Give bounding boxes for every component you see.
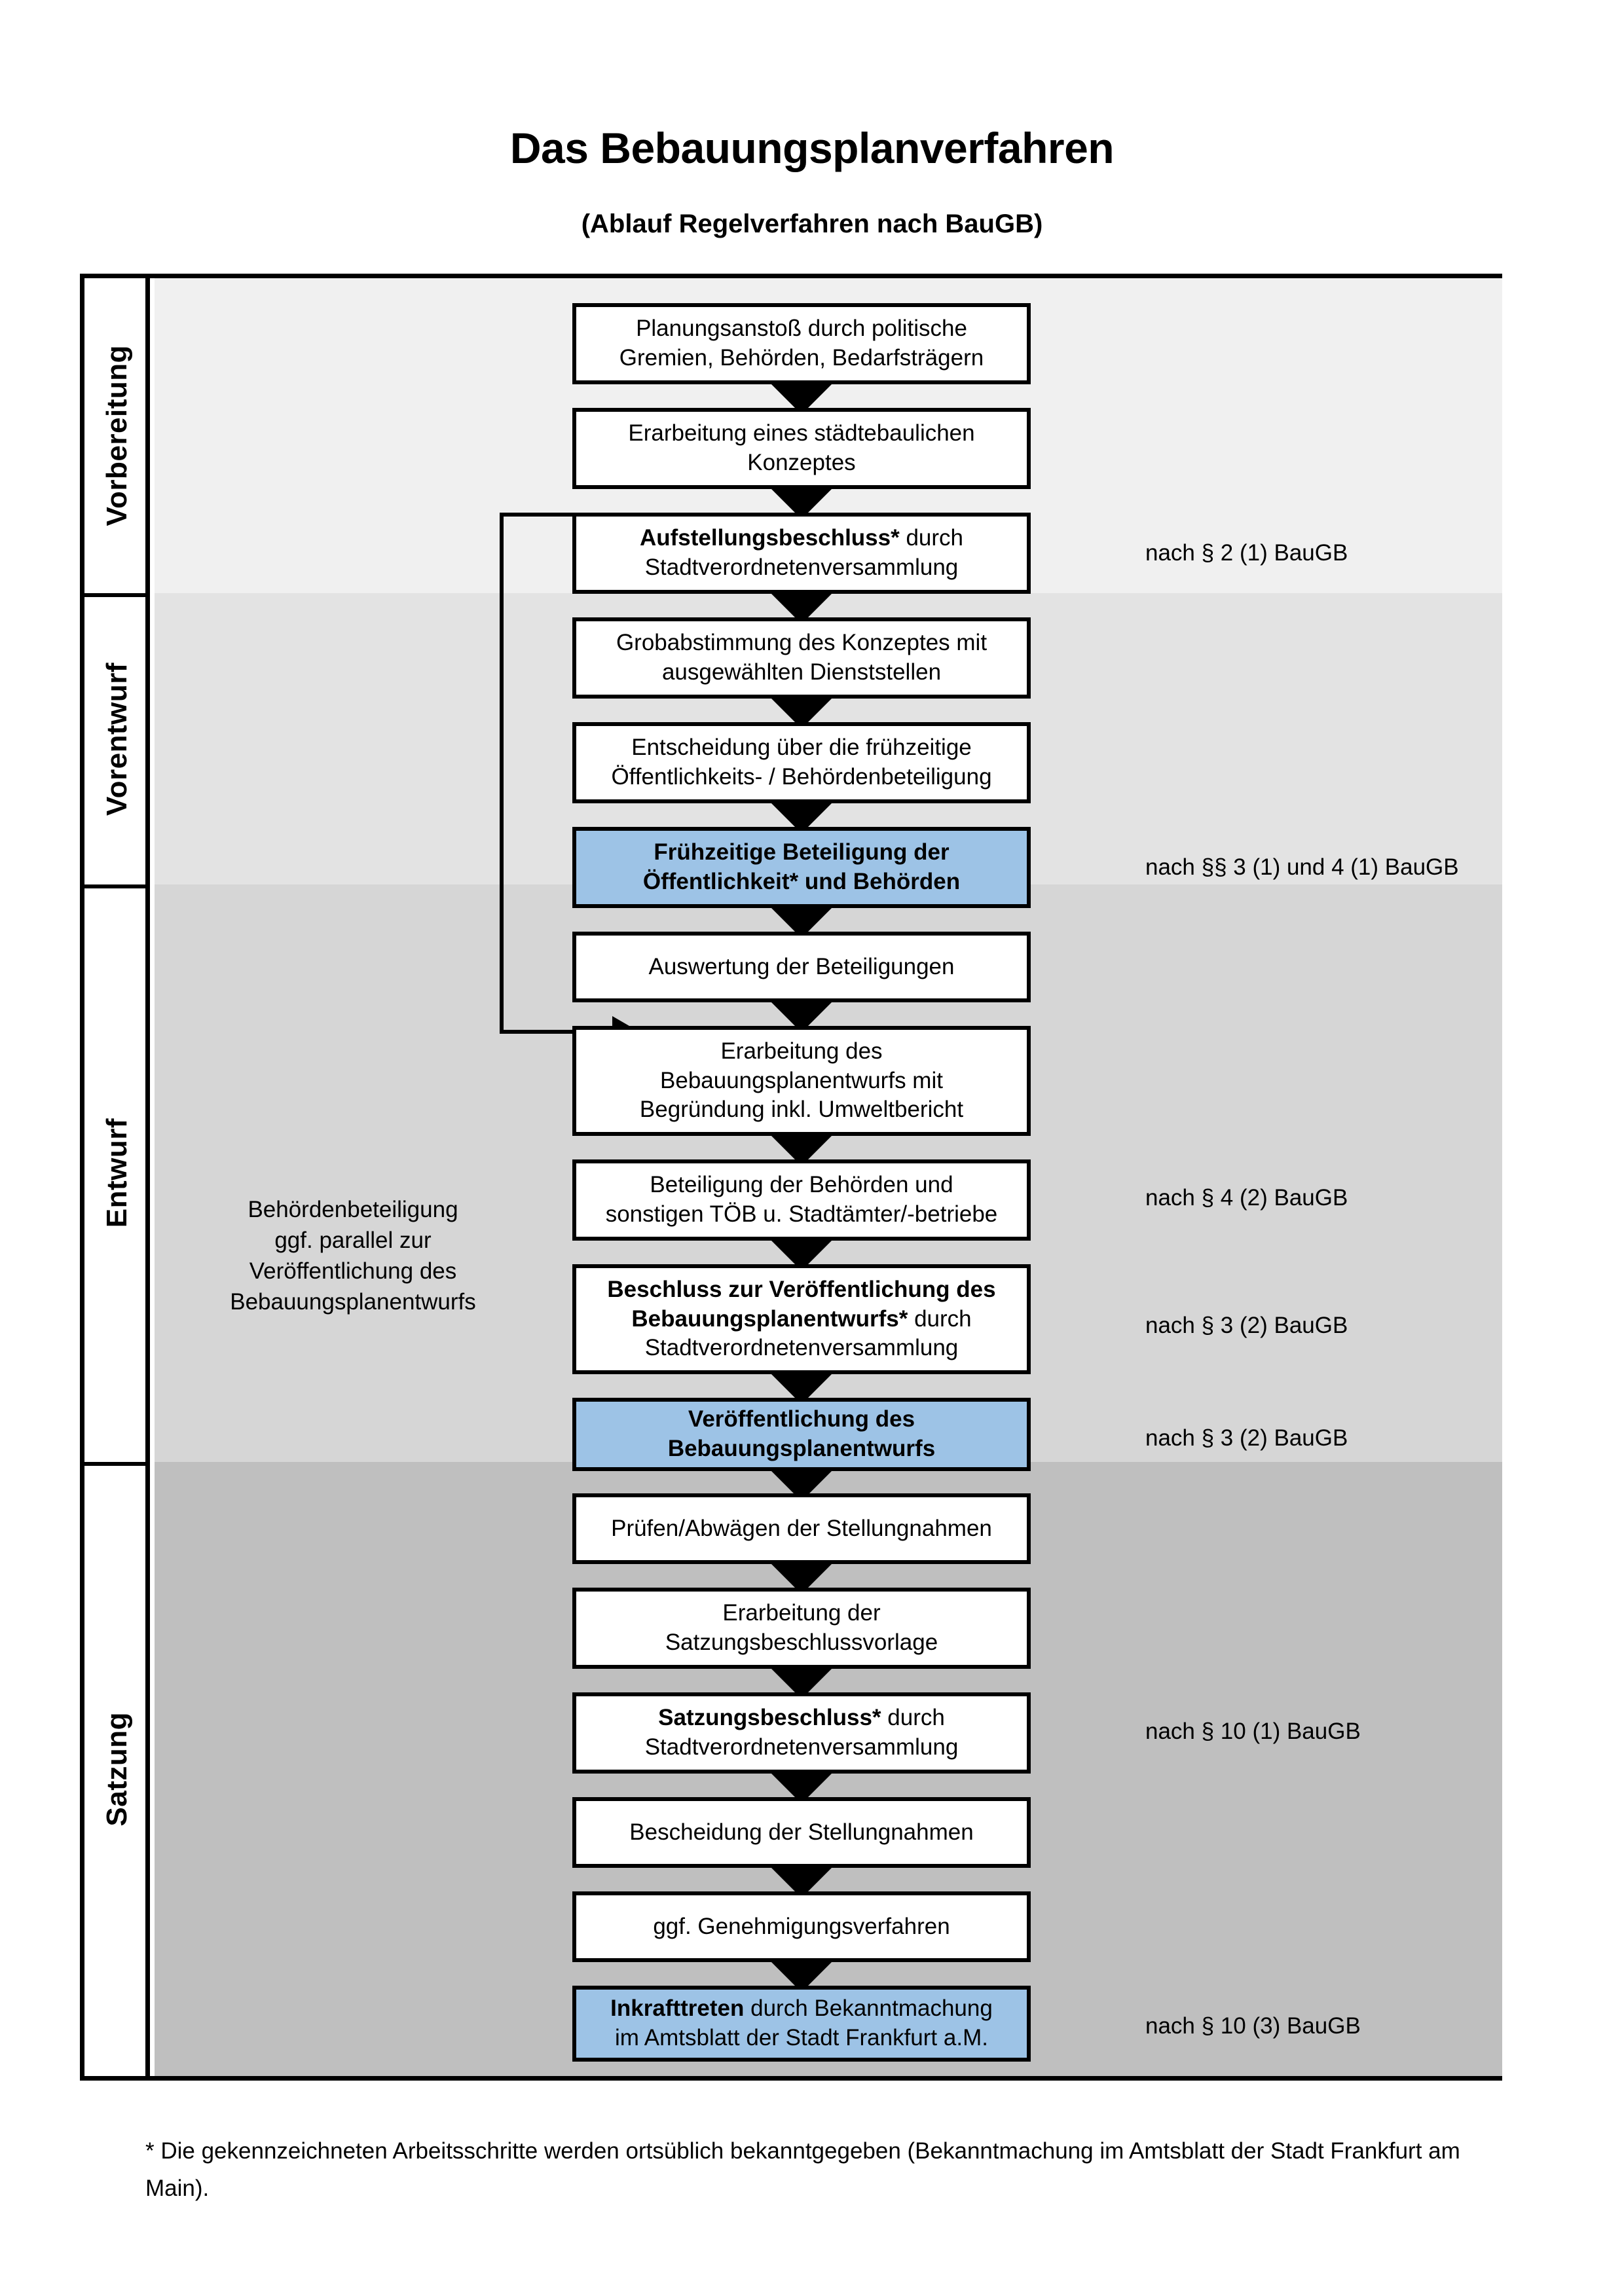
step-line-2: Gremien, Behörden, Bedarfsträgern bbox=[619, 345, 984, 371]
step-bold-text: Aufstellungsbeschluss* bbox=[639, 525, 900, 551]
step-line-2: Satzungsbeschlussvorlage bbox=[665, 1630, 938, 1655]
legal-note-4-2: nach § 4 (2) BauGB bbox=[1145, 1185, 1348, 1211]
step-bold-text: Frühzeitige Beteiligung der bbox=[654, 839, 950, 866]
step-box-konzept[interactable]: Erarbeitung eines städtebaulichen Konzep… bbox=[572, 408, 1031, 489]
step-line-2: im Amtsblatt der Stadt Frankfurt a.M. bbox=[615, 2025, 988, 2050]
step-box-beteiligung-behoerden[interactable]: Beteiligung der Behörden und sonstigen T… bbox=[572, 1159, 1031, 1241]
legal-note-2-1: nach § 2 (1) BauGB bbox=[1145, 540, 1348, 566]
step-line-1: Grobabstimmung des Konzeptes mit bbox=[616, 630, 987, 656]
side-note-line-2: ggf. parallel zur bbox=[274, 1227, 432, 1253]
flowchart-frame: Vorbereitung Vorentwurf Entwurf Satzung … bbox=[80, 274, 1502, 2081]
bracket-bottom-segment bbox=[500, 1030, 615, 1034]
step-box-satzungsbeschluss[interactable]: Satzungsbeschluss* durch Stadtverordnete… bbox=[572, 1692, 1031, 1774]
side-note-line-4: Bebauungsplanentwurfs bbox=[230, 1288, 476, 1315]
step-line-1: Prüfen/Abwägen der Stellungnahmen bbox=[611, 1515, 992, 1541]
step-box-bescheidung[interactable]: Bescheidung der Stellungnahmen bbox=[572, 1797, 1031, 1868]
step-line-2: Bebauungsplanentwurfs bbox=[667, 1436, 936, 1461]
phase-divider-2 bbox=[84, 884, 150, 888]
step-line-2: Stadtverordnetenversammlung bbox=[644, 1734, 959, 1760]
step-box-grobabstimmung[interactable]: Grobabstimmung des Konzeptes mit ausgewä… bbox=[572, 617, 1031, 699]
step-box-beschluss-veroeffentlichung[interactable]: Beschluss zur Veröffentlichung des Bebau… bbox=[572, 1264, 1031, 1374]
side-note-line-3: Veröffentlichung des bbox=[249, 1258, 457, 1284]
step-box-auswertung[interactable]: Auswertung der Beteiligungen bbox=[572, 932, 1031, 1002]
step-line-1: durch bbox=[881, 1705, 945, 1731]
side-note-line-1: Behördenbeteiligung bbox=[248, 1197, 458, 1222]
step-line-3: Begründung inkl. Umweltbericht bbox=[639, 1097, 964, 1123]
step-bold-text: Inkrafttreten bbox=[610, 1995, 745, 2022]
step-box-satzungsbeschlussvorlage[interactable]: Erarbeitung der Satzungsbeschlussvorlage bbox=[572, 1588, 1031, 1669]
footnote-text: * Die gekennzeichneten Arbeitsschritte w… bbox=[145, 2138, 1460, 2201]
bracket-top-segment bbox=[500, 513, 637, 517]
step-box-genehmigungsverfahren[interactable]: ggf. Genehmigungsverfahren bbox=[572, 1891, 1031, 1962]
step-line-1: ggf. Genehmigungsverfahren bbox=[653, 1913, 950, 1939]
phase-divider-3 bbox=[84, 1462, 150, 1466]
step-line-2: sonstigen TÖB u. Stadtämter/-betriebe bbox=[605, 1201, 998, 1227]
step-line-1: durch Bekanntmachung bbox=[744, 1995, 993, 2022]
phase-label-satzung: Satzung bbox=[84, 1462, 150, 2076]
step-line-1: Erarbeitung eines städtebaulichen bbox=[628, 420, 975, 446]
step-line-1: Beteiligung der Behörden und bbox=[650, 1172, 953, 1198]
step-box-inkrafttreten[interactable]: Inkrafttreten durch Bekanntmachung im Am… bbox=[572, 1986, 1031, 2062]
phase-label-text: Satzung bbox=[101, 1711, 133, 1827]
phase-divider-1 bbox=[84, 593, 150, 597]
step-box-erarbeitung-entwurf[interactable]: Erarbeitung des Bebauungsplanentwurfs mi… bbox=[572, 1026, 1031, 1136]
step-line-1: Entscheidung über die frühzeitige bbox=[631, 735, 972, 761]
step-line-2: Öffentlichkeits- / Behördenbeteiligung bbox=[611, 764, 992, 790]
step-box-aufstellungsbeschluss[interactable]: Aufstellungsbeschluss* durch Stadtverord… bbox=[572, 513, 1031, 594]
phase-label-text: Vorentwurf bbox=[101, 662, 133, 816]
step-line-2: Öffentlichkeit* und Behörden bbox=[642, 869, 961, 894]
legal-note-3-1-4-1: nach §§ 3 (1) und 4 (1) BauGB bbox=[1145, 854, 1459, 880]
step-line-1: Erarbeitung der bbox=[722, 1600, 881, 1626]
step-box-fruehzeitige-beteiligung[interactable]: Frühzeitige Beteiligung der Öffentlichke… bbox=[572, 827, 1031, 908]
step-line-1: Bescheidung der Stellungnahmen bbox=[629, 1819, 974, 1845]
step-line-2: durch bbox=[908, 1305, 972, 1332]
step-box-planungsanstoss[interactable]: Planungsanstoß durch politische Gremien,… bbox=[572, 303, 1031, 384]
step-box-veroeffentlichung[interactable]: Veröffentlichung des Bebauungsplanentwur… bbox=[572, 1398, 1031, 1471]
step-bold-text: Veröffentlichung des bbox=[688, 1406, 915, 1432]
step-line-1: Auswertung der Beteiligungen bbox=[648, 953, 955, 979]
step-line-2: ausgewählten Dienststellen bbox=[661, 659, 942, 685]
phase-label-vorentwurf: Vorentwurf bbox=[84, 593, 150, 884]
step-bold-text: Beschluss zur Veröffentlichung des bbox=[607, 1276, 996, 1302]
step-line-1: Erarbeitung des bbox=[720, 1038, 883, 1064]
step-line-3: Stadtverordnetenversammlung bbox=[644, 1335, 959, 1361]
phase-label-entwurf: Entwurf bbox=[84, 884, 150, 1462]
legal-note-10-3: nach § 10 (3) BauGB bbox=[1145, 2013, 1361, 2039]
legal-note-3-2-b: nach § 3 (2) BauGB bbox=[1145, 1425, 1348, 1451]
step-bold-text-2: Bebauungsplanentwurfs* bbox=[631, 1305, 908, 1332]
phase-label-column bbox=[84, 278, 150, 2076]
legal-note-10-1: nach § 10 (1) BauGB bbox=[1145, 1719, 1361, 1744]
side-note-behoerdenbeteiligung: Behördenbeteiligung ggf. parallel zur Ve… bbox=[202, 1195, 504, 1318]
bracket-left-segment bbox=[500, 513, 504, 1030]
step-line-2: Konzeptes bbox=[747, 450, 856, 475]
page-subtitle: (Ablauf Regelverfahren nach BauGB) bbox=[581, 210, 1043, 238]
step-box-entscheidung[interactable]: Entscheidung über die frühzeitige Öffent… bbox=[572, 722, 1031, 803]
page-title: Das Bebauungsplanverfahren bbox=[509, 124, 1115, 172]
step-box-pruefen-abwaegen[interactable]: Prüfen/Abwägen der Stellungnahmen bbox=[572, 1493, 1031, 1564]
phase-label-text: Entwurf bbox=[101, 1118, 133, 1228]
legal-note-3-2-a: nach § 3 (2) BauGB bbox=[1145, 1313, 1348, 1338]
step-line-2: Stadtverordnetenversammlung bbox=[644, 555, 959, 580]
phase-label-vorbereitung: Vorbereitung bbox=[84, 278, 150, 593]
phase-label-text: Vorbereitung bbox=[101, 345, 133, 526]
step-line-2: Bebauungsplanentwurfs mit bbox=[660, 1067, 943, 1093]
step-bold-text: Satzungsbeschluss* bbox=[658, 1705, 881, 1731]
step-line-1: durch bbox=[899, 525, 964, 551]
step-line-1: Planungsanstoß durch politische bbox=[636, 316, 967, 342]
